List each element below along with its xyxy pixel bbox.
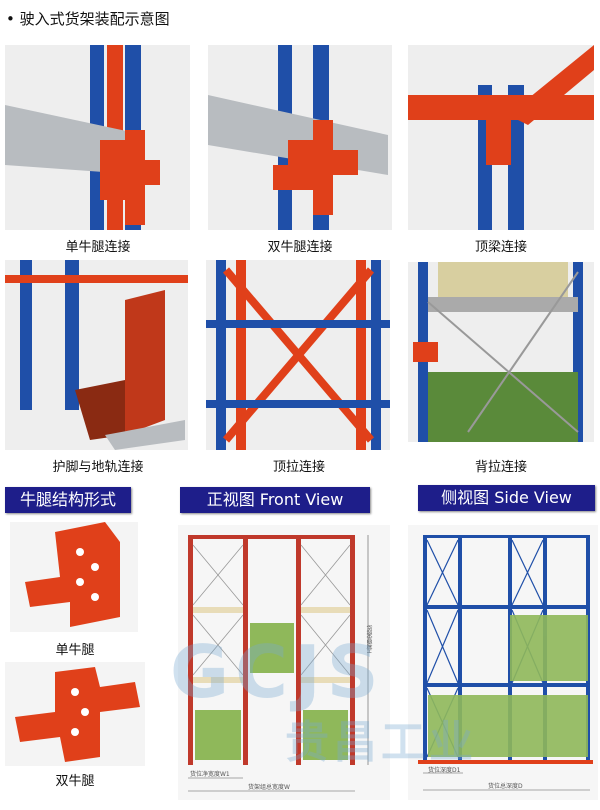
dim-d1: 货位深度D1 bbox=[428, 767, 461, 774]
photo-caption: 顶梁连接 bbox=[474, 240, 527, 255]
photo-back-brace bbox=[408, 262, 594, 442]
photo-caption: 单牛腿连接 bbox=[65, 240, 131, 255]
page-title: • 驶入式货架装配示意图 bbox=[6, 10, 170, 28]
front-view-diagram: 货位净宽度W1 货架组总宽度W 货架高度H bbox=[178, 525, 390, 800]
watermark-logo: GCJS bbox=[170, 630, 385, 714]
dim-d: 货位总深度D bbox=[488, 783, 523, 790]
dim-h: 货架高度H bbox=[365, 625, 372, 654]
bracket-caption: 单牛腿 bbox=[55, 643, 95, 658]
bracket-caption: 双牛腿 bbox=[55, 774, 95, 789]
photo-top-brace bbox=[206, 260, 390, 450]
watermark-name: 贵昌工业 bbox=[285, 717, 477, 768]
section-header-side-view: 侧视图 Side View bbox=[418, 485, 595, 511]
photo-caption: 顶拉连接 bbox=[272, 460, 325, 475]
photo-caption: 背拉连接 bbox=[474, 460, 527, 475]
photo-guard-rail bbox=[5, 260, 188, 450]
photo-top-beam bbox=[408, 45, 594, 230]
dim-w1: 货位净宽度W1 bbox=[190, 771, 230, 778]
photo-caption: 护脚与地轨连接 bbox=[52, 460, 144, 475]
photo-single-bracket bbox=[5, 45, 190, 230]
side-view-diagram: 货位深度D1 货位总深度D bbox=[408, 525, 598, 800]
dim-w: 货架组总宽度W bbox=[248, 784, 290, 791]
photo-caption: 双牛腿连接 bbox=[267, 240, 333, 255]
section-header-front-view: 正视图 Front View bbox=[180, 487, 370, 513]
section-header-bracket: 牛腿结构形式 bbox=[5, 487, 131, 513]
double-bracket-image bbox=[5, 662, 145, 766]
single-bracket-image bbox=[10, 522, 138, 632]
photo-double-bracket bbox=[208, 45, 392, 230]
